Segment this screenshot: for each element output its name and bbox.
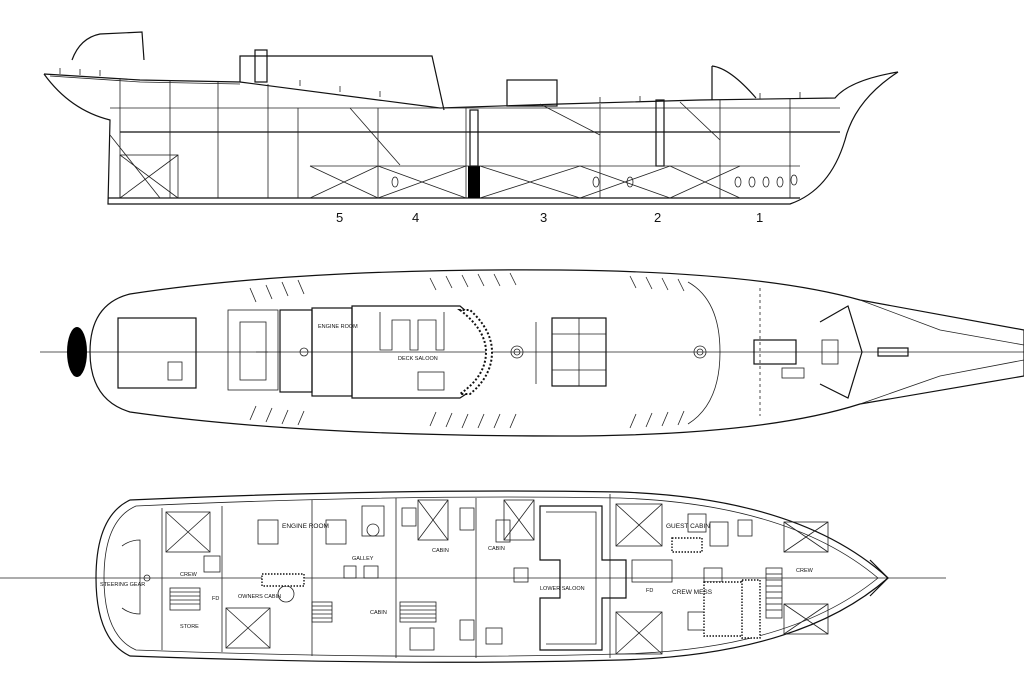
compartment-2: 2 bbox=[654, 210, 661, 225]
deck-plan: ENGINE ROOM DECK SALOON bbox=[40, 269, 1024, 437]
cabin-b-label: CABIN bbox=[488, 546, 505, 552]
lower-saloon-label: LOWER SALOON bbox=[540, 586, 585, 592]
cabin-bunks bbox=[165, 499, 829, 655]
galley-label: GALLEY bbox=[352, 556, 374, 562]
crew-mess-label: CREW MESS bbox=[672, 589, 713, 596]
stern-fender bbox=[67, 327, 87, 377]
aft-deckhouse bbox=[71, 31, 145, 61]
sheer-line bbox=[43, 71, 899, 109]
doghouse bbox=[239, 55, 445, 111]
profile-hull bbox=[43, 71, 899, 205]
deck-saloon-label: DECK SALOON bbox=[398, 356, 438, 362]
bulkhead-black bbox=[468, 166, 480, 198]
settees bbox=[261, 537, 761, 639]
mast-step-fwd bbox=[693, 345, 707, 359]
owners-cabin-label: OWNERS CABIN bbox=[238, 594, 281, 600]
bow-point bbox=[869, 559, 889, 597]
bow-shelter bbox=[711, 65, 757, 99]
mast-step-aft bbox=[510, 345, 524, 359]
fixtures bbox=[121, 505, 783, 651]
funnel bbox=[254, 49, 268, 83]
deck-hull-outline bbox=[89, 269, 1024, 437]
fd-label-1: FD bbox=[212, 596, 219, 602]
aft-hatch bbox=[117, 317, 197, 389]
profile-view: 5 4 3 2 1 bbox=[43, 31, 899, 225]
bow-pulpit bbox=[819, 305, 863, 399]
crew-aft-label: CREW bbox=[180, 572, 198, 578]
compartment-1: 1 bbox=[756, 210, 763, 225]
engine-room-hatch bbox=[227, 309, 309, 391]
guest-cabin-label: GUEST CABIN bbox=[666, 523, 710, 530]
deck-engine-room-label: ENGINE ROOM bbox=[318, 324, 358, 330]
lower-hull-outline bbox=[95, 490, 889, 663]
store-label: STORE bbox=[180, 624, 199, 630]
steering-gear-label: STEERING GEAR bbox=[100, 582, 145, 588]
deck-stanchions bbox=[249, 272, 685, 429]
bowsprit bbox=[877, 347, 909, 357]
anchor-windlass bbox=[753, 339, 797, 365]
deck-beams bbox=[119, 78, 791, 198]
bulkheads bbox=[161, 494, 611, 658]
cabin-c-label: CABIN bbox=[370, 610, 387, 616]
fwd-deckhouse bbox=[506, 79, 558, 107]
mast-2 bbox=[655, 99, 665, 167]
compartment-4: 4 bbox=[412, 210, 419, 225]
lower-saloon-table bbox=[539, 505, 627, 651]
lower-engine-room-label: ENGINE ROOM bbox=[282, 523, 329, 530]
cabin-a-label: CABIN bbox=[432, 548, 449, 554]
crew-fwd-label: CREW bbox=[796, 568, 814, 574]
mast-3 bbox=[469, 109, 479, 167]
lower-deck-plan: STEERING GEAR CREW OWNERS CABIN STORE EN… bbox=[0, 490, 946, 663]
fwd-deckline bbox=[687, 281, 721, 425]
compartment-5: 5 bbox=[336, 210, 343, 225]
compartment-3: 3 bbox=[540, 210, 547, 225]
tank-bracing bbox=[109, 134, 800, 199]
portholes bbox=[391, 174, 798, 188]
fd-label-2: FD bbox=[646, 588, 653, 594]
